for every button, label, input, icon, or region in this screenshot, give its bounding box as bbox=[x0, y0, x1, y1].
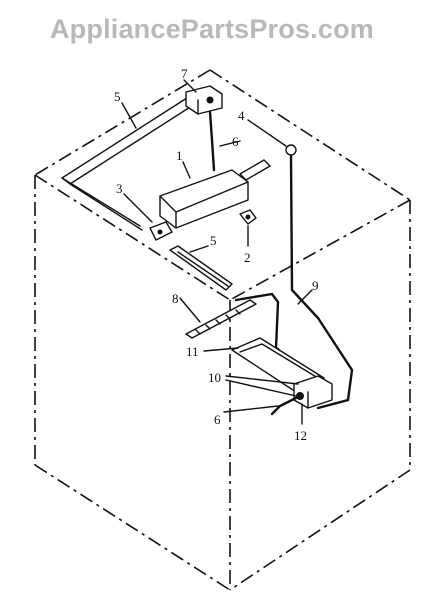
watermark: AppliancePartsPros.com bbox=[49, 14, 374, 44]
upper-rail-tube bbox=[61, 95, 199, 231]
cabinet-top-left-edge bbox=[34, 69, 211, 176]
upper-wire bbox=[208, 110, 216, 172]
callout-3: 3 bbox=[116, 181, 123, 196]
leader-lines bbox=[121, 79, 313, 425]
callout-8: 8 bbox=[172, 291, 179, 306]
callout-labels: 1 2 3 4 5 5 6 6 7 8 9 10 11 12 bbox=[114, 66, 319, 443]
small-clip bbox=[149, 221, 173, 241]
lower-wire bbox=[270, 394, 302, 416]
cabinet-bottom-left-edge bbox=[34, 464, 231, 591]
lower-strip bbox=[169, 245, 233, 291]
cabinet-top-back-edge bbox=[209, 69, 411, 201]
connector-tube bbox=[316, 316, 354, 410]
callout-9: 9 bbox=[312, 278, 319, 293]
callout-5-lower: 5 bbox=[210, 233, 217, 248]
callout-2: 2 bbox=[244, 250, 251, 265]
fitting bbox=[239, 209, 257, 225]
gas-tube bbox=[285, 144, 320, 320]
callout-11: 11 bbox=[186, 344, 199, 359]
callout-10: 10 bbox=[208, 370, 221, 385]
cabinet-front-top-edge bbox=[34, 174, 231, 301]
callout-5-upper: 5 bbox=[114, 89, 121, 104]
callout-1: 1 bbox=[176, 148, 183, 163]
cabinet-outline bbox=[34, 69, 411, 591]
upper-bracket bbox=[185, 85, 223, 115]
callout-6-upper: 6 bbox=[232, 134, 239, 149]
lower-burner-pan bbox=[231, 337, 325, 393]
callout-12: 12 bbox=[294, 428, 307, 443]
cabinet-bottom-right-edge bbox=[229, 469, 411, 591]
callout-6-lower: 6 bbox=[214, 412, 221, 427]
cabinet-front-right-edge bbox=[229, 199, 411, 301]
burner-body bbox=[159, 159, 271, 229]
callout-4: 4 bbox=[238, 108, 245, 123]
callout-7: 7 bbox=[181, 66, 188, 81]
